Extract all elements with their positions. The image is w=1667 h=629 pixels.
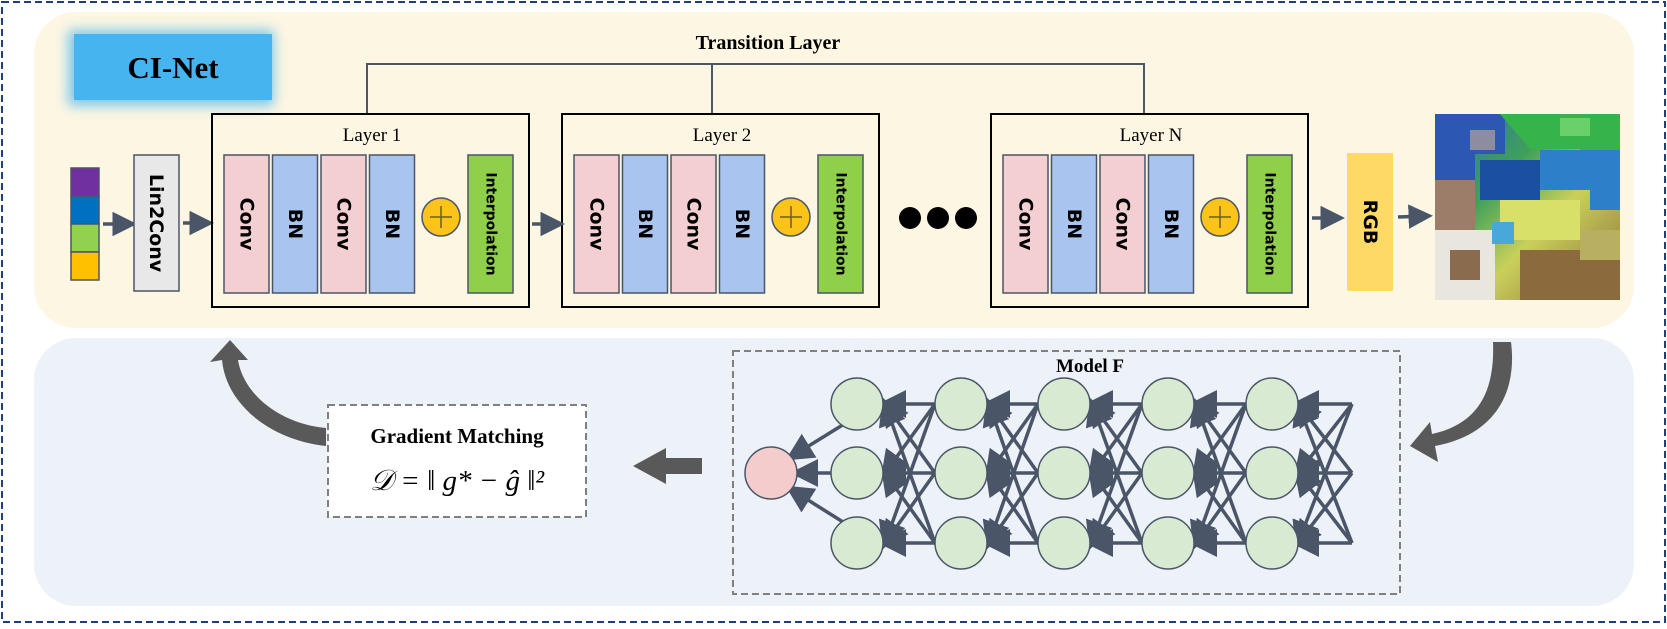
bn-block [621,154,669,294]
network-node [1245,446,1299,500]
curved-arrow-icon [210,340,326,446]
layer-title: Layer N [1120,125,1183,146]
block-label: Conv [333,198,355,252]
network-edge [1191,467,1248,545]
network-node [934,446,988,500]
layer-frame [561,113,880,308]
conv-block [1099,154,1146,294]
interpolation-label: Interpolation [1262,172,1278,275]
layer-frame [211,113,530,308]
network-node [1037,516,1091,570]
block-arrow-left [633,448,702,484]
layer-group: Layer N Conv BN Conv BN Interpolation [990,113,1309,308]
layer-group: Layer 2 Conv BN Conv BN Interpolation [561,113,880,308]
neural-network [744,377,1354,570]
lin2conv-label: Lin2Conv [145,174,167,273]
network-node [934,377,988,431]
block-label: Conv [236,198,258,252]
palette-swatch [70,223,100,253]
ci-net-title: CI-Net [127,50,219,85]
palette-swatch [70,195,100,225]
rgb-label: RGB [1359,200,1381,245]
layer-title: Layer 2 [693,125,752,146]
block-label: Conv [683,198,705,252]
layer-groups: Layer 1 Conv BN Conv BN Interpolation Layer 2 C… [211,113,1309,308]
arrow [1397,204,1433,229]
ellipsis-dots-icon [899,207,977,229]
block-label: BN [381,209,403,239]
add-circle-icon [771,197,811,237]
conv-block [573,154,620,294]
gradient-matching-formula: 𝒟 = ‖ g* − ĝ ‖² [370,465,546,497]
block-label: BN [284,209,306,239]
interpolation-label: Interpolation [483,172,499,275]
add-circle-icon [421,197,461,237]
network-edge [1085,397,1144,544]
lin2conv-block [133,154,180,292]
network-edges [785,390,1354,557]
block-label: Conv [1015,198,1037,252]
network-node [830,377,884,431]
network-edge [982,397,1040,544]
palette-swatch [70,167,100,197]
network-edge [984,467,1040,545]
network-node [1141,446,1195,500]
bn-block [368,154,416,294]
model-f-label: Model F [1056,356,1124,377]
network-edge [878,397,937,544]
block-label: BN [731,209,753,239]
interpolation-block [467,154,514,294]
interpolation-block [817,154,864,294]
network-edge [1292,397,1354,544]
conv-block [670,154,717,294]
network-node [1037,446,1091,500]
network-node [1245,516,1299,570]
transition-layer-label: Transition Layer [696,32,841,54]
layer-frame [990,113,1309,308]
network-edge [1189,397,1248,544]
network-edge [1293,467,1354,545]
interpolation-block [1246,154,1293,294]
network-node [1141,377,1195,431]
network-node [934,516,988,570]
add-circle-icon [1200,197,1240,237]
layer-group: Layer 1 Conv BN Conv BN Interpolation [211,113,530,308]
block-label: BN [1063,209,1085,239]
block-label: BN [1160,209,1182,239]
bn-block [718,154,766,294]
block-label: Conv [586,198,608,252]
palette-swatch [70,251,100,281]
gradient-matching-box [327,404,587,518]
curved-arrow-icon [1410,342,1513,462]
rgb-block [1347,153,1393,291]
network-node [830,446,884,500]
interpolation-label: Interpolation [833,172,849,275]
input-palette [70,167,100,281]
conv-block [1002,154,1049,294]
layer-title: Layer 1 [343,125,402,146]
network-node [1141,516,1195,570]
generated-image [1435,114,1620,300]
ci-net-badge [74,34,272,100]
block-label: Conv [1112,198,1134,252]
network-edge [880,467,937,545]
network-node [830,516,884,570]
model-f-box [732,350,1401,595]
output-node [744,446,798,500]
bn-block [1050,154,1098,294]
gradient-matching-title: Gradient Matching [370,424,544,448]
block-label: BN [634,209,656,239]
bn-block [1147,154,1195,294]
network-edge [1087,467,1144,545]
conv-block [320,154,367,294]
transition-bracket [366,63,1145,114]
bn-block [271,154,319,294]
conv-block [223,154,270,294]
network-node [1037,377,1091,431]
network-node [1245,377,1299,431]
